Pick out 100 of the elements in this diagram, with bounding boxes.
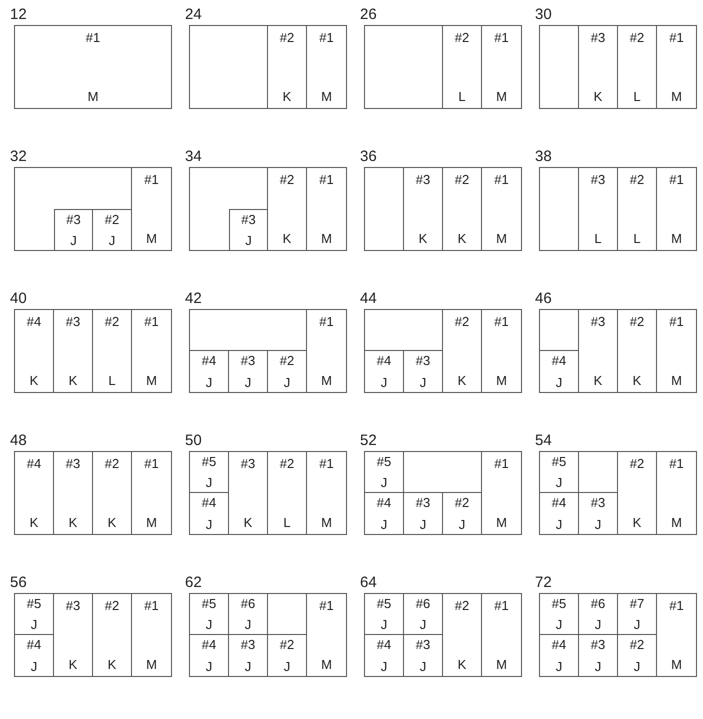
cell-letter: K: [282, 89, 292, 104]
cell-number: #5: [550, 454, 568, 469]
cell-number: #1: [84, 30, 102, 45]
cell-letter: J: [244, 617, 252, 632]
cell-number: #4: [376, 637, 392, 652]
empty-cell: [579, 452, 618, 493]
layout-cell: [93, 209, 132, 250]
panel-number: 24: [185, 6, 202, 23]
cell-letter: M: [670, 515, 683, 530]
cell-letter: M: [495, 373, 508, 388]
cell-number: #2: [628, 637, 646, 652]
panel-number: 12: [10, 6, 27, 23]
empty-cell: [540, 310, 579, 351]
cell-number: #2: [454, 172, 470, 187]
cell-number: #2: [278, 353, 296, 368]
cell-letter: J: [554, 617, 564, 632]
cell-letter: M: [495, 231, 508, 246]
cell-letter: M: [145, 515, 158, 530]
cell-letter: J: [632, 617, 642, 632]
cell-number: #2: [454, 598, 470, 613]
cell-number: #1: [318, 172, 335, 187]
cell-number: #4: [26, 456, 42, 471]
cell-letter: L: [632, 231, 642, 246]
layout-cell: [229, 594, 268, 635]
cell-letter: J: [380, 475, 388, 490]
cell-letter: J: [380, 617, 388, 632]
cell-letter: K: [456, 657, 468, 672]
panel-number: 46: [535, 290, 552, 307]
cell-number: #1: [668, 456, 685, 471]
cell-letter: M: [495, 89, 508, 104]
cell-number: #4: [376, 353, 392, 368]
panel-number: 44: [360, 290, 377, 307]
cell-number: #3: [64, 598, 82, 613]
cell-letter: J: [30, 659, 38, 674]
panel-number: 38: [535, 148, 552, 165]
cell-letter: K: [592, 89, 604, 104]
layout-cell: [579, 594, 618, 635]
cell-letter: J: [380, 659, 388, 674]
cell-number: #1: [143, 598, 160, 613]
cell-number: #3: [590, 495, 606, 510]
cell-letter: J: [69, 233, 78, 248]
cell-number: #1: [493, 30, 510, 45]
cell-number: #3: [590, 314, 606, 329]
cell-letter: J: [418, 659, 428, 674]
cell-letter: J: [282, 375, 292, 390]
cell-number: #4: [26, 637, 42, 652]
cell-letter: J: [204, 659, 214, 674]
panel-number: 64: [360, 574, 377, 591]
cell-letter: M: [495, 657, 508, 672]
cell-letter: J: [204, 617, 214, 632]
cell-number: #1: [668, 598, 685, 613]
cell-letter: L: [632, 89, 642, 104]
cell-letter: M: [145, 373, 158, 388]
cell-number: #1: [493, 314, 510, 329]
panel-number: 36: [360, 148, 377, 165]
cell-letter: J: [244, 233, 253, 248]
panel-number: 26: [360, 6, 377, 23]
cell-number: #3: [64, 314, 82, 329]
cell-letter: M: [145, 231, 158, 246]
cell-number: #2: [104, 212, 120, 227]
layout-cell: [540, 594, 579, 635]
cell-letter: M: [145, 657, 158, 672]
cell-number: #5: [550, 596, 568, 611]
cell-letter: M: [670, 373, 683, 388]
cell-letter: J: [380, 517, 388, 532]
cell-number: #2: [628, 314, 646, 329]
cell-letter: J: [632, 659, 642, 674]
cell-number: #1: [318, 314, 335, 329]
cell-number: #3: [590, 637, 606, 652]
cell-number: #2: [454, 495, 470, 510]
cell-number: #4: [200, 353, 218, 368]
cell-letter: K: [28, 515, 40, 530]
cell-number: #1: [493, 172, 510, 187]
cell-number: #4: [550, 637, 568, 652]
cell-letter: J: [594, 659, 602, 674]
cell-letter: J: [418, 375, 428, 390]
cell-letter: M: [320, 657, 333, 672]
cell-letter: K: [632, 515, 642, 530]
layout-cell: [229, 209, 268, 250]
cell-number: #6: [590, 596, 606, 611]
cell-number: #1: [143, 314, 160, 329]
cell-number: #2: [628, 456, 646, 471]
cell-number: #3: [65, 212, 82, 227]
cell-letter: K: [418, 231, 428, 246]
panel-number: 72: [535, 574, 552, 591]
empty-cell: [365, 310, 443, 351]
layout-cell: [190, 452, 229, 493]
cell-letter: J: [30, 617, 38, 632]
layout-cell: [54, 209, 93, 250]
panel-number: 48: [10, 432, 27, 449]
panel-number: 50: [185, 432, 202, 449]
cell-number: #4: [376, 495, 392, 510]
empty-cell: [268, 594, 307, 635]
cell-letter: M: [86, 89, 100, 104]
cell-number: #3: [414, 172, 432, 187]
cell-number: #4: [200, 495, 218, 510]
layout-cell: [365, 594, 404, 635]
cell-number: #2: [278, 172, 296, 187]
cell-number: #3: [414, 353, 432, 368]
panel-number: 56: [10, 574, 27, 591]
